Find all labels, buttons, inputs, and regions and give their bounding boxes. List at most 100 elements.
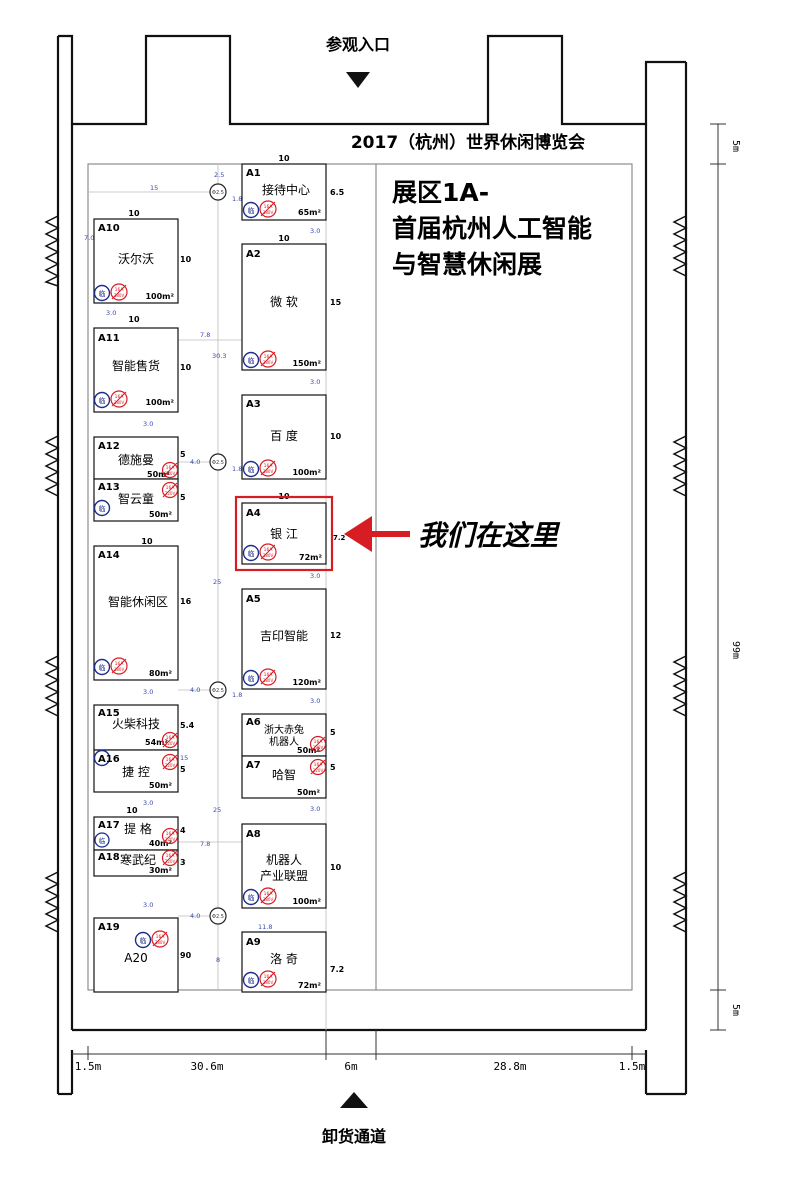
- bottom-dim-3: 6m: [344, 1060, 358, 1073]
- booth-a16[interactable]: A16 捷 控 50m² 5: [93, 749, 186, 793]
- booth-a1[interactable]: A1 接待中心 65m² 10 6.5: [241, 154, 345, 221]
- booth-a3[interactable]: A3 百 度 100m² 10: [241, 394, 342, 480]
- aisle-dim: 3.0: [143, 420, 153, 428]
- booth-code: A8: [246, 829, 261, 840]
- a11-width: 10: [128, 315, 140, 324]
- booth-name: 智能休闲区: [108, 594, 168, 609]
- right-doors: [672, 215, 688, 933]
- booth-a6[interactable]: A6 浙大赤兔 机器人 50m² 5: [241, 713, 336, 757]
- booth-a14[interactable]: A14 智能休闲区 80m² 16: [93, 545, 192, 681]
- booth-a17[interactable]: A17 提 格 40m² 4 临: [93, 816, 186, 851]
- booth-name-line-2: 机器人: [269, 735, 299, 748]
- booth-name: 提 格: [124, 821, 152, 836]
- booth-a2[interactable]: A2 微 软 150m² 10 15: [241, 234, 342, 371]
- booth-name: A20: [124, 951, 147, 965]
- booth-a11[interactable]: A11 智能售货 100m² 10: [93, 327, 192, 413]
- booth-a7[interactable]: A7 哈智 50m² 5: [241, 755, 336, 799]
- booth-depth: 5: [180, 765, 186, 774]
- pillar-label: Φ2.5: [212, 460, 224, 466]
- bottom-dim-2: 30.6m: [190, 1060, 223, 1073]
- booth-area: 100m²: [292, 897, 321, 906]
- here-arrow-icon: [344, 516, 410, 552]
- booth-a19[interactable]: A19 A20 90: [93, 917, 192, 993]
- aisle-dim: 25: [213, 578, 221, 586]
- booth-code: A3: [246, 399, 261, 410]
- aisle-dim: 3.0: [106, 309, 116, 317]
- booth-area: 40m²: [149, 839, 172, 848]
- aisle-dim: 8: [216, 956, 220, 964]
- booth-area: 50m²: [297, 788, 320, 797]
- booth-a12[interactable]: A12 德施曼 50m² 5: [93, 436, 186, 480]
- booth-a9[interactable]: A9 洛 奇 72m² 7.2: [241, 931, 344, 993]
- aisle-dim: 15: [150, 184, 158, 192]
- booth-code: A2: [246, 249, 261, 260]
- aisle-dim: 3.0: [310, 378, 320, 386]
- booth-a5[interactable]: A5 吉印智能 120m² 12: [241, 588, 341, 690]
- booth-area: 72m²: [298, 981, 321, 990]
- booth-name: 吉印智能: [260, 628, 308, 643]
- booth-code: A19: [98, 922, 120, 933]
- highlight-frame: [234, 495, 334, 572]
- booth-area: 100m²: [292, 468, 321, 477]
- pillar-icon: [209, 453, 227, 471]
- booth-depth: 16: [180, 597, 192, 606]
- pillar-icon: [209, 907, 227, 925]
- zone-title-line-1: 展区1A-: [392, 178, 489, 207]
- pillar-icon: [209, 183, 227, 201]
- booth-name-line-1: 机器人: [266, 853, 302, 867]
- exit-arrow-icon: [340, 1092, 368, 1108]
- aisle-dim: 7.8: [200, 331, 210, 339]
- booth-code: A17: [98, 820, 120, 831]
- booth-depth: 5: [180, 450, 186, 459]
- right-dim-top: 5m: [730, 140, 741, 152]
- zone-title-line-3: 与智慧休闲展: [392, 250, 542, 279]
- booth-depth: 5.4: [180, 721, 195, 730]
- entrance-label: 参观入口: [326, 35, 390, 54]
- zone-title-line-2: 首届杭州人工智能: [392, 214, 592, 243]
- aisle-dim: 1.8: [232, 691, 242, 699]
- aisle-dim: 3.0: [310, 697, 320, 705]
- aisle-dim: 11.8: [258, 923, 272, 931]
- booth-area: 65m²: [298, 208, 321, 217]
- booth-code: A5: [246, 594, 261, 605]
- bottom-dim-5: 1.5m: [619, 1060, 646, 1073]
- booth-name: 洛 奇: [270, 951, 298, 966]
- booth-name: 智云童: [118, 491, 154, 506]
- booth-a8[interactable]: A8 机器人 产业联盟 100m² 10: [241, 823, 342, 909]
- booth-name: 沃尔沃: [118, 251, 154, 266]
- booth-depth: 5: [330, 763, 336, 772]
- aisle-dim: 3.0: [143, 799, 153, 807]
- stamp: 临: [99, 836, 106, 845]
- aisle-dim: 4.0: [190, 458, 200, 466]
- aisle-dim: 3.0: [310, 572, 320, 580]
- booth-depth: 12: [330, 631, 341, 640]
- left-doors: [44, 215, 60, 933]
- booth-area: 100m²: [145, 398, 174, 407]
- booth-code: A18: [98, 852, 120, 863]
- right-dim-bottom: 5m: [730, 1004, 741, 1016]
- booth-a18[interactable]: A18 寒武纪 30m² 3: [93, 849, 186, 877]
- booth-a13[interactable]: A13 智云童 50m² 5 临: [93, 478, 186, 522]
- booth-code: A11: [98, 333, 120, 344]
- booth-area: 100m²: [145, 292, 174, 301]
- booth-area: 50m²: [297, 746, 320, 755]
- booth-a4[interactable]: A4 银 江 72m² 7.2: [234, 495, 346, 572]
- booth-area: 80m²: [149, 669, 172, 678]
- booth-depth: 7.2: [330, 965, 344, 974]
- pillars: [209, 183, 227, 925]
- pillar-label: Φ2.5: [212, 688, 224, 694]
- booth-a10[interactable]: A10 沃尔沃 100m² 10 10: [93, 209, 192, 304]
- booth-width: 10: [278, 234, 290, 243]
- a14-width: 10: [141, 537, 153, 546]
- booth-a15[interactable]: A15 火柴科技 54m² 5.4: [93, 704, 195, 751]
- booth-name: 火柴科技: [112, 717, 160, 731]
- booth-area: 72m²: [299, 553, 322, 562]
- booth-name: 接待中心: [262, 182, 310, 197]
- booth-area: 54m²: [145, 738, 168, 747]
- booth-depth: 5: [180, 493, 186, 502]
- booth-depth: 10: [330, 863, 342, 872]
- a17-width: 10: [126, 806, 138, 815]
- aisle-dim: 1.8: [232, 195, 242, 203]
- booth-width: 10: [128, 209, 140, 218]
